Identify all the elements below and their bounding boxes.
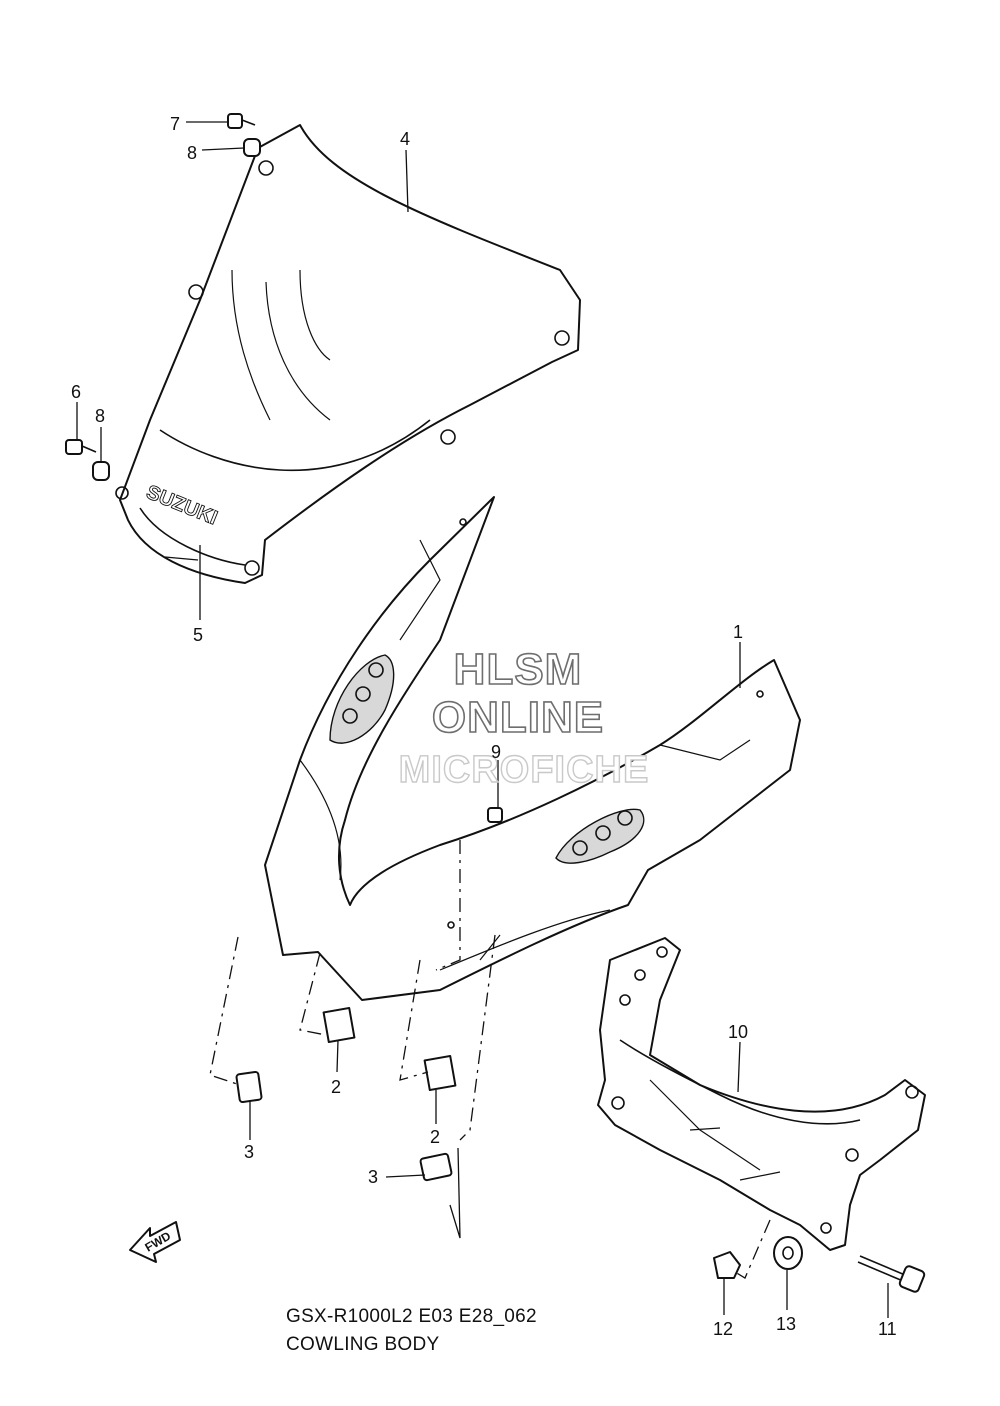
- grommet-8-left: [92, 461, 110, 481]
- clip-3-left: [235, 1070, 263, 1104]
- callout-12: 12: [713, 1319, 733, 1339]
- clip-3-lower: [419, 1152, 453, 1182]
- diagram-model-code: GSX-R1000L2 E03 E28_062: [286, 1306, 537, 1327]
- cowling-body-part: [264, 496, 801, 1001]
- callout-3-left: 3: [244, 1142, 254, 1162]
- windscreen-part: SUZUKI: [115, 124, 581, 584]
- callout-13: 13: [776, 1314, 796, 1334]
- watermark-line1: HLSM: [454, 645, 583, 694]
- nut-9: [487, 807, 503, 823]
- callout-2-lower: 2: [430, 1127, 440, 1147]
- washer-13: [773, 1236, 803, 1270]
- callout-7: 7: [170, 114, 180, 134]
- callout-3-lower: 3: [368, 1167, 378, 1187]
- pad-2-lower: [423, 1054, 457, 1092]
- nut-12: [713, 1251, 741, 1279]
- screw-7: [227, 113, 256, 129]
- bolt-11: [857, 1255, 926, 1293]
- callout-2-upper: 2: [331, 1077, 341, 1097]
- bracket-part: [597, 937, 926, 1251]
- callout-8-left: 8: [95, 406, 105, 426]
- callout-8-top: 8: [187, 143, 197, 163]
- diagram-title: COWLING BODY: [286, 1334, 440, 1355]
- leader-lines: [76, 121, 889, 1318]
- watermark-line3: MICROFICHE: [399, 749, 650, 791]
- pad-2-upper: [322, 1006, 356, 1044]
- watermark-line2: ONLINE: [432, 693, 604, 742]
- callout-9: 9: [491, 742, 501, 762]
- callout-10: 10: [728, 1022, 748, 1042]
- screw-6: [65, 439, 97, 455]
- callout-11: 11: [878, 1319, 897, 1339]
- callout-5: 5: [193, 625, 203, 645]
- callout-6: 6: [71, 382, 81, 402]
- fwd-arrow-icon: FWD: [129, 1221, 181, 1263]
- callout-1: 1: [733, 622, 743, 642]
- callout-4: 4: [400, 129, 410, 149]
- grommet-8-top: [243, 138, 261, 157]
